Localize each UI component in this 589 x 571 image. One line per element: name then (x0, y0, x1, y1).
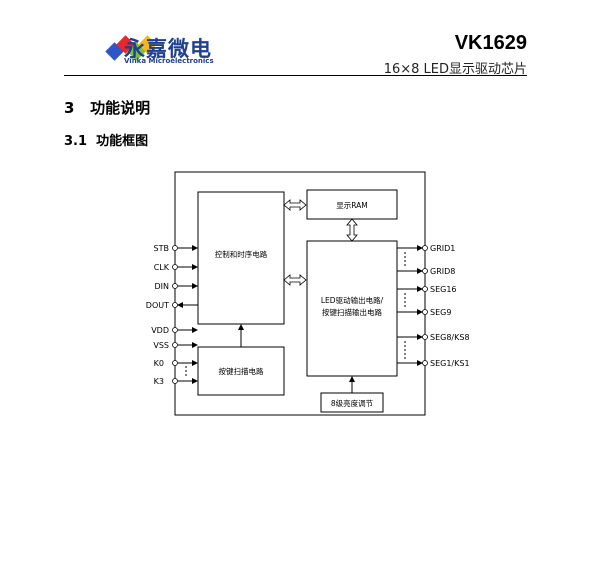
key-scan-block (197, 346, 285, 396)
logo-diamond-yellow (138, 35, 157, 54)
control-ram-bus-arrow (283, 199, 307, 211)
brightness-label: 8级亮度调节 (331, 398, 374, 408)
left-pin-wiring (177, 245, 198, 384)
pin-label-dout: DOUT (146, 301, 169, 310)
led-driver-label-line2: 按键扫描输出电路 (322, 307, 382, 317)
pin-label-grid1: GRID1 (430, 244, 455, 253)
pin-label-clk: CLK (154, 263, 170, 272)
pin-label-seg1-ks1: SEG1/KS1 (430, 359, 470, 368)
led-driver-label-line1: LED驱动输出电路/ (321, 295, 384, 305)
pin-label-vdd: VDD (151, 326, 169, 335)
section-number: 3 (64, 99, 75, 117)
block-diagram: 控制和时序电路 显示RAM LED驱动输出电路/ 按键扫描输出电路 按键扫描电路… (146, 171, 470, 416)
pin-label-seg9: SEG9 (430, 308, 451, 317)
pin-label-grid8: GRID8 (430, 267, 455, 276)
control-driver-bus-arrow (283, 274, 307, 286)
subsection-number: 3.1 (64, 134, 88, 149)
section-title: 功能说明 (90, 99, 151, 117)
header-divider (64, 75, 527, 76)
control-timing-label: 控制和时序电路 (215, 249, 268, 259)
section-heading: 3 功能说明 (64, 97, 150, 118)
ram-driver-bus-arrow (346, 218, 358, 242)
brand-name-en: Vinka Microelectronics (124, 57, 214, 65)
vinka-logo-icon (105, 35, 157, 61)
subsection-title: 功能框图 (96, 134, 149, 149)
pin-label-stb: STB (154, 244, 169, 253)
pin-label-k3: K3 (154, 377, 164, 386)
document-subtitle: 16×8 LED显示驱动芯片 (383, 62, 527, 77)
key-scan-label: 按键扫描电路 (219, 366, 264, 376)
display-ram-block (306, 189, 398, 220)
brand-name-cn: 永嘉微电 (124, 37, 212, 61)
display-ram-label: 显示RAM (336, 201, 368, 210)
pin-markers (172, 245, 428, 384)
pin-label-vss: VSS (153, 341, 169, 350)
chip-outline (174, 171, 426, 416)
pin-label-din: DIN (154, 282, 169, 291)
led-driver-block (306, 240, 398, 377)
control-timing-block (197, 191, 285, 325)
pin-label-seg8-ks8: SEG8/KS8 (430, 333, 470, 342)
right-pin-wiring (397, 245, 423, 366)
document-id: VK1629 (454, 32, 527, 54)
pin-label-k0: K0 (154, 359, 164, 368)
subsection-heading: 3.1 功能框图 (64, 130, 148, 149)
pin-label-seg16: SEG16 (430, 285, 457, 294)
